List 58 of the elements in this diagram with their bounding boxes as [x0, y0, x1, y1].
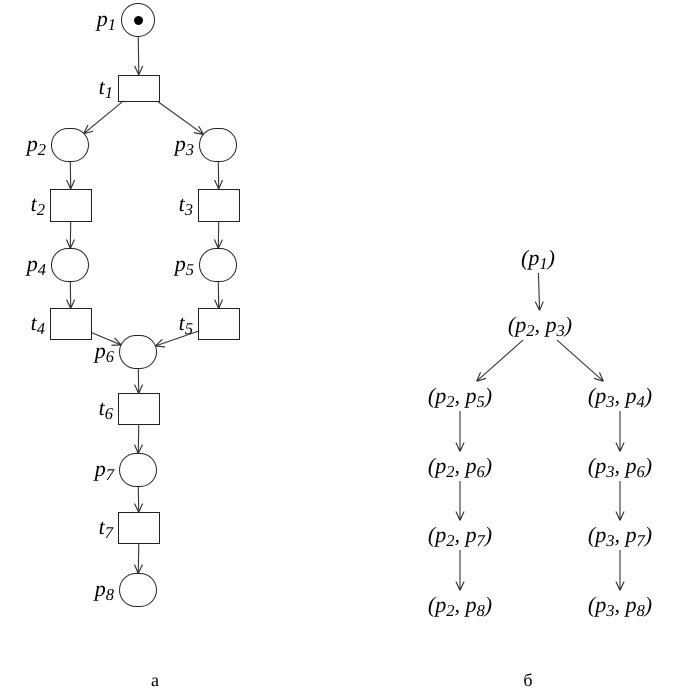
- node-label: t$_{5}$: [178, 312, 193, 334]
- arrow: [134, 425, 144, 454]
- panel-label: б: [523, 671, 533, 689]
- transition-box: [50, 308, 92, 340]
- arrow: [455, 481, 465, 522]
- state-label: (p$_{2}$, p$_{8}$): [414, 590, 506, 620]
- node-label: p$_{7}$: [94, 458, 114, 480]
- arrow: [134, 487, 144, 514]
- node-label: t$_{7}$: [98, 516, 113, 538]
- arrow: [92, 332, 122, 346]
- arrow: [134, 37, 144, 76]
- transition-box: [118, 512, 160, 544]
- node-label: t$_{1}$: [98, 76, 113, 98]
- arrow: [134, 544, 144, 574]
- state-label: (p$_{3}$, p$_{6}$): [574, 451, 666, 481]
- node-label: p$_{1}$: [96, 8, 116, 30]
- arrow: [214, 162, 224, 190]
- node-label: t$_{6}$: [98, 397, 113, 419]
- arrow: [66, 222, 76, 250]
- state-label: (p$_{2}$, p$_{5}$): [414, 381, 506, 411]
- arrow: [134, 369, 144, 394]
- node-label: t$_{4}$: [30, 312, 45, 334]
- arrow: [214, 222, 224, 250]
- transition-box: [118, 393, 160, 425]
- node-label: p$_{4}$: [26, 253, 46, 275]
- arrow: [534, 272, 544, 312]
- state-label: (p$_{2}$, p$_{6}$): [414, 451, 506, 481]
- arrow: [66, 162, 76, 190]
- node-label: t$_{2}$: [30, 193, 45, 215]
- transition-box: [50, 188, 92, 222]
- state-label: (p$_{1}$): [503, 243, 573, 273]
- node-label: p$_{2}$: [26, 133, 46, 155]
- panel-label: а: [151, 671, 159, 689]
- arrow: [455, 411, 465, 452]
- arrow: [476, 340, 524, 382]
- state-label: (p$_{3}$, p$_{7}$): [574, 520, 666, 550]
- node-label: p$_{8}$: [94, 578, 114, 600]
- node-label: p$_{3}$: [174, 133, 194, 155]
- arrow: [157, 101, 204, 136]
- arrow: [615, 481, 625, 522]
- arrow: [615, 550, 625, 592]
- arrow: [83, 101, 123, 134]
- transition-box: [198, 308, 240, 340]
- node-label: p$_{5}$: [174, 253, 194, 275]
- state-label: (p$_{3}$, p$_{4}$): [574, 381, 666, 411]
- arrow: [66, 282, 76, 310]
- arrow: [214, 282, 224, 310]
- arrow: [556, 340, 604, 382]
- node-label: t$_{3}$: [178, 193, 193, 215]
- arrow: [615, 411, 625, 452]
- arrow: [455, 550, 465, 592]
- transition-box: [118, 74, 160, 102]
- transition-box: [198, 188, 240, 222]
- state-label: (p$_{2}$, p$_{7}$): [414, 520, 506, 550]
- node-label: p$_{6}$: [94, 340, 114, 362]
- arrow: [154, 330, 198, 348]
- state-label: (p$_{3}$, p$_{8}$): [574, 590, 666, 620]
- state-label: (p$_{2}$, p$_{3}$): [490, 310, 590, 340]
